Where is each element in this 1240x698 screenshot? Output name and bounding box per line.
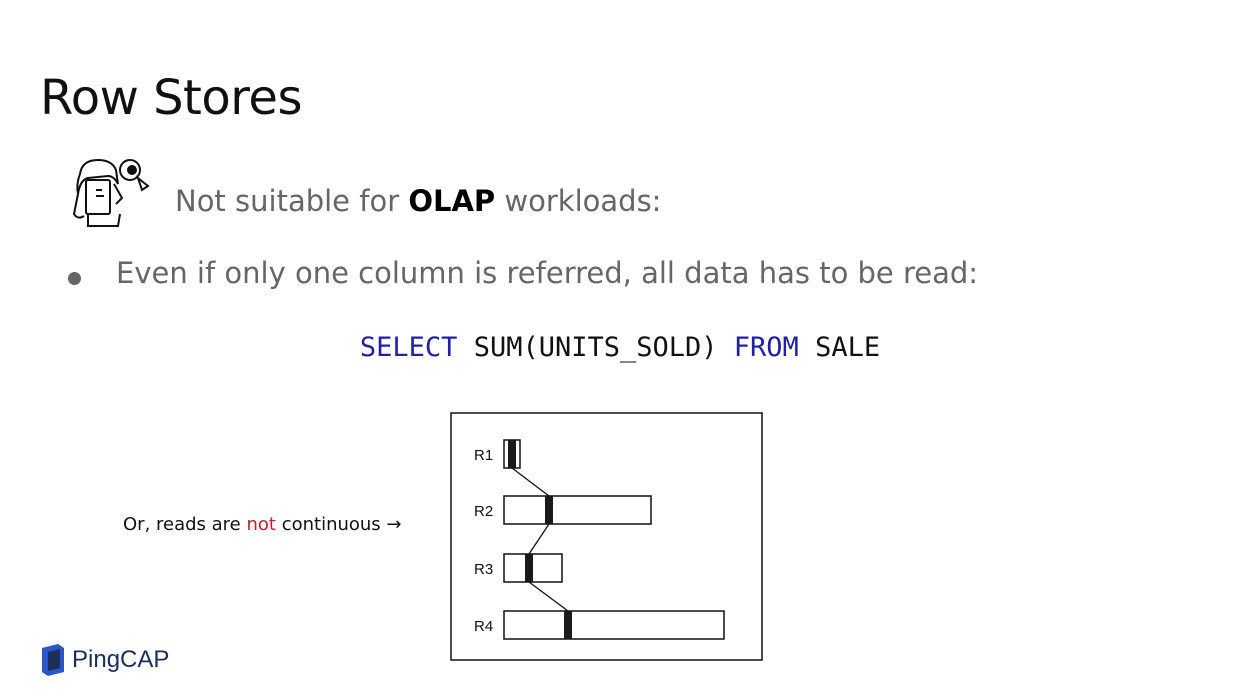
read-path-line <box>528 581 569 612</box>
column-marker-r1 <box>508 440 516 468</box>
row-label-r3: R3 <box>474 561 493 578</box>
sql-query: SELECT SUM(UNITS_SOLD) FROM SALE <box>0 332 1240 363</box>
pingcap-logo-text: PingCAP <box>72 646 170 673</box>
row-bar-r2 <box>503 495 652 525</box>
row-label-r2: R2 <box>474 503 493 520</box>
pingcap-logo-icon <box>42 644 64 676</box>
sql-from-keyword: FROM <box>733 332 799 363</box>
row-label-r1: R1 <box>474 447 493 464</box>
row-bar-r4 <box>503 610 725 640</box>
row-label-r4: R4 <box>474 618 493 635</box>
mascot-icon <box>72 158 150 227</box>
side-note-suffix: continuous → <box>275 514 402 535</box>
side-note-highlight: not <box>246 514 276 535</box>
callout-suffix: workloads: <box>495 184 662 218</box>
column-marker-r2 <box>545 496 553 524</box>
column-marker-r3 <box>525 554 533 582</box>
read-path-line <box>511 467 550 497</box>
callout-text: Not suitable for OLAP workloads: <box>175 184 661 218</box>
slide-title: Row Stores <box>40 70 302 126</box>
sql-select-keyword: SELECT <box>359 332 458 363</box>
side-note: Or, reads are not continuous → <box>123 514 402 535</box>
read-path-line <box>528 523 550 555</box>
sql-table: SALE <box>798 332 881 363</box>
bullet-text: Even if only one column is referred, all… <box>116 256 979 290</box>
side-note-prefix: Or, reads are <box>123 514 247 535</box>
callout-emphasis: OLAP <box>408 184 496 218</box>
column-marker-r4 <box>564 611 572 639</box>
sql-expression: SUM(UNITS_SOLD) <box>457 332 734 363</box>
bullet-point <box>68 272 81 285</box>
callout-prefix: Not suitable for <box>175 184 409 218</box>
